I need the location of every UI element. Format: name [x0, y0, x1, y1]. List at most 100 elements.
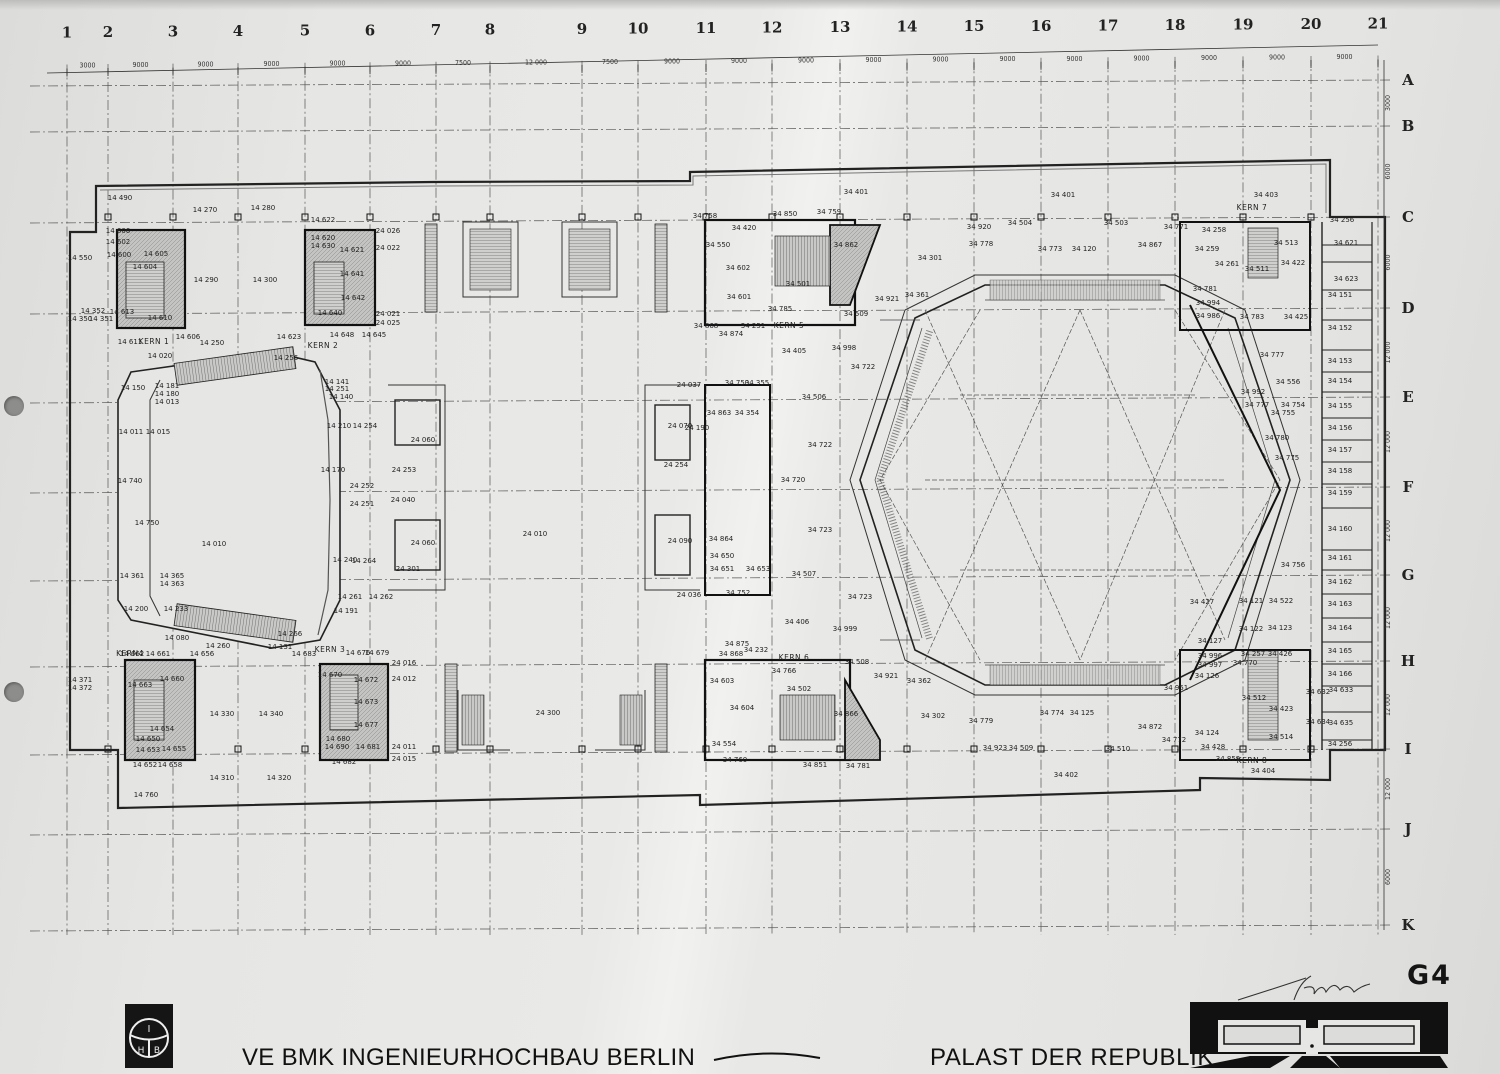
- column-spacing: 9000: [798, 57, 814, 65]
- room-label: 34 651: [710, 565, 735, 573]
- room-label: 14 662: [120, 650, 145, 658]
- room-label: 34 758: [693, 212, 718, 220]
- room-label: 14 550: [68, 254, 93, 262]
- svg-text:I: I: [148, 1024, 151, 1035]
- building-elevation-icon: [1190, 1002, 1448, 1068]
- core-label: KERN4: [116, 649, 144, 658]
- room-label: 34 256: [1330, 216, 1355, 224]
- room-label: 14 653: [136, 746, 161, 754]
- svg-text:B: B: [154, 1046, 160, 1056]
- core-label: KERN 1: [139, 337, 170, 346]
- room-label: 14 080: [165, 634, 190, 642]
- room-label: 34 875: [725, 640, 750, 648]
- column-axis-label: 16: [1031, 17, 1052, 35]
- room-label: 34 992: [1241, 388, 1266, 396]
- room-label: 34 986: [1196, 312, 1221, 320]
- row-spacing: 12 000: [1384, 520, 1392, 542]
- room-label: 14 740: [118, 477, 143, 485]
- svg-text:H: H: [138, 1046, 145, 1056]
- room-label: 34 509: [1009, 744, 1034, 752]
- room-label: 34 778: [969, 240, 994, 248]
- room-label: 34 361: [905, 291, 930, 299]
- room-label: 14 260: [206, 642, 231, 650]
- room-label: 14 648: [330, 331, 355, 339]
- room-label: 14 605: [144, 250, 169, 258]
- room-label: 34 261: [1215, 260, 1240, 268]
- room-label: 34 257: [1241, 650, 1266, 658]
- room-label: 34 163: [1328, 600, 1353, 608]
- room-label: 34 868: [694, 322, 719, 330]
- room-label: 14 240: [333, 556, 358, 564]
- room-label: 14 655: [162, 745, 187, 753]
- room-label: 14 352: [81, 307, 106, 315]
- room-label: 34 650: [710, 552, 735, 560]
- room-label: 24 300: [536, 709, 561, 717]
- room-label: 34 633: [1329, 686, 1354, 694]
- row-spacing: 3000: [1384, 95, 1392, 111]
- room-label: 14 640: [318, 309, 343, 317]
- row-spacing: 12 000: [1384, 694, 1392, 716]
- row-axis-label: K: [1401, 916, 1415, 934]
- room-label: 14 261: [338, 593, 363, 601]
- room-label: 24 025: [376, 319, 401, 327]
- room-label: 34 723: [848, 593, 873, 601]
- room-label: 14 606: [106, 227, 131, 235]
- room-label: 14 251: [325, 385, 350, 393]
- room-label: 34 157: [1328, 446, 1353, 454]
- room-label: 34 874: [719, 330, 744, 338]
- room-label: 34 603: [710, 677, 735, 685]
- room-label: 34 771: [1164, 223, 1189, 231]
- room-label: 34 635: [1329, 719, 1354, 727]
- room-label: 34 720: [781, 476, 806, 484]
- room-label: 34 425: [1284, 313, 1309, 321]
- room-label: 14 013: [155, 398, 180, 406]
- room-label: 24 010: [523, 530, 548, 538]
- room-label: 34 511: [1245, 265, 1270, 273]
- room-label: 24 060: [411, 436, 436, 444]
- room-label: 34 777: [1260, 351, 1285, 359]
- room-label: 14 641: [340, 270, 365, 278]
- row-axis-label: F: [1403, 478, 1414, 496]
- room-label: 34 166: [1328, 670, 1353, 678]
- room-label: 24 037: [677, 381, 702, 389]
- column-axis-label: 2: [103, 23, 113, 41]
- room-label: 34 232: [744, 646, 769, 654]
- room-label: 34 770: [1233, 659, 1258, 667]
- room-label: 24 060: [411, 539, 436, 547]
- room-label: 14 672: [354, 676, 379, 684]
- room-label: 34 427: [1190, 598, 1215, 606]
- room-label: 14 365: [160, 572, 185, 580]
- company-name: VE BMK INGENIEURHOCHBAU BERLIN: [242, 1044, 696, 1071]
- column-axis-label: 3: [168, 23, 178, 41]
- column-axis-label: 8: [485, 20, 495, 38]
- room-label: 34 256: [1328, 740, 1353, 748]
- room-label: 24 252: [350, 482, 375, 490]
- row-axis-label: D: [1401, 299, 1414, 317]
- column-axis-label: 19: [1233, 15, 1254, 33]
- room-label: 34 509: [844, 310, 869, 318]
- room-label: 24 021: [376, 310, 401, 318]
- room-label: 34 866: [834, 710, 859, 718]
- room-label: 34 153: [1328, 357, 1353, 365]
- room-label: 34 120: [1072, 245, 1097, 253]
- room-label: 34 251: [741, 322, 766, 330]
- room-label: 34 862: [834, 241, 859, 249]
- room-label: 34 512: [1242, 694, 1267, 702]
- row-spacing: 6000: [1384, 163, 1392, 179]
- column-axis-label: 6: [365, 21, 375, 39]
- column-axis-label: 9: [577, 20, 587, 38]
- room-label: 34 362: [907, 677, 932, 685]
- room-label: 34 158: [1328, 467, 1353, 475]
- room-label: 14 677: [354, 721, 379, 729]
- room-label: 34 756: [1281, 561, 1306, 569]
- column-spacing: 9000: [395, 59, 411, 67]
- room-label: 14 180: [155, 390, 180, 398]
- room-label: 14 140: [329, 393, 354, 401]
- column-axis-label: 13: [830, 18, 851, 36]
- room-label: 34 920: [967, 223, 992, 231]
- room-label: 34 604: [730, 704, 755, 712]
- room-label: 14 750: [135, 519, 160, 527]
- room-label: 14 670: [318, 671, 343, 679]
- room-label: 14 250: [200, 339, 225, 347]
